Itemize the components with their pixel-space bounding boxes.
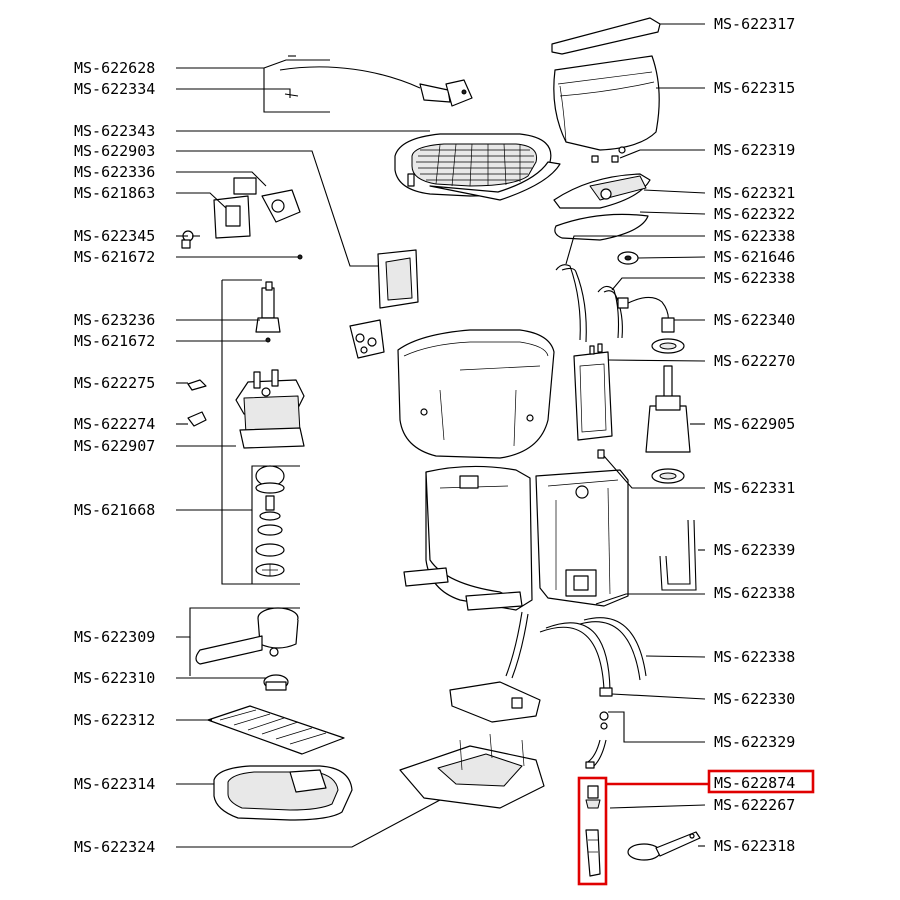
water-tank-part (553, 55, 660, 151)
label-ms-622345: MS-622345 (74, 227, 155, 245)
part-labels: MS-622628 MS-622334 MS-622343 MS-622903 … (74, 15, 795, 856)
steam-nozzle-part (585, 711, 609, 769)
label-ms-622310: MS-622310 (74, 669, 155, 687)
pump-hose-part (617, 296, 675, 333)
o-ring-part (265, 337, 271, 343)
label-ms-622343: MS-622343 (74, 122, 155, 140)
shower-stack-part (255, 465, 285, 577)
label-ms-622312: MS-622312 (74, 711, 155, 729)
pump-part (645, 338, 691, 484)
label-ms-622340: MS-622340 (714, 311, 795, 329)
power-cord-part (279, 55, 473, 107)
label-ms-622329: MS-622329 (714, 733, 795, 751)
label-ms-621863: MS-621863 (74, 184, 155, 202)
leader-lines (176, 23, 706, 848)
side-panel-part (349, 249, 419, 359)
label-ms-622339: MS-622339 (714, 541, 795, 559)
label-ms-622331: MS-622331 (714, 479, 795, 497)
label-ms-622334: MS-622334 (74, 80, 155, 98)
label-ms-622315: MS-622315 (714, 79, 795, 97)
drip-tray-grid-part (207, 705, 345, 755)
water-tank-lid-part (551, 17, 661, 55)
lower-hoses-part (505, 611, 647, 697)
silicone-tube-part (555, 264, 581, 341)
tank-base-part (553, 173, 651, 209)
label-ms-622874: MS-622874 (714, 774, 795, 792)
clip-part-2 (187, 411, 207, 427)
tank-gasket-part (554, 213, 649, 241)
selector-knob-part (181, 230, 200, 249)
label-ms-622317: MS-622317 (714, 15, 795, 33)
parts-drawing (181, 17, 701, 877)
small-connector-part (597, 449, 605, 459)
filter-basket-part (263, 674, 289, 691)
steam-wand-part (585, 785, 601, 877)
label-ms-622628: MS-622628 (74, 59, 155, 77)
label-ms-622324: MS-622324 (74, 838, 155, 856)
label-ms-622907: MS-622907 (74, 437, 155, 455)
label-ms-622318: MS-622318 (714, 837, 795, 855)
label-ms-622267: MS-622267 (714, 796, 795, 814)
label-ms-622338-a: MS-622338 (714, 227, 795, 245)
thermostat-part (255, 281, 281, 333)
label-ms-622321: MS-622321 (714, 184, 795, 202)
label-ms-622322: MS-622322 (714, 205, 795, 223)
cup-warmer-grille-part (394, 133, 561, 201)
switch-unit-part (213, 177, 301, 239)
drip-tray-part (213, 765, 353, 821)
valve-fitting-part (617, 251, 639, 265)
label-ms-622309: MS-622309 (74, 628, 155, 646)
chassis-part (403, 465, 629, 611)
label-ms-622338-c: MS-622338 (714, 584, 795, 602)
highlight-box (577, 769, 815, 886)
tank-valve-part (591, 146, 626, 163)
base-frame-part (399, 681, 545, 809)
label-ms-622338-b: MS-622338 (714, 269, 795, 287)
housing-upper-part (397, 329, 555, 459)
clip-part (187, 379, 207, 391)
label-ms-621668: MS-621668 (74, 501, 155, 519)
label-ms-622905: MS-622905 (714, 415, 795, 433)
measuring-spoon-part (627, 831, 701, 861)
boiler-assembly-part (235, 369, 305, 449)
label-ms-622336: MS-622336 (74, 163, 155, 181)
control-board-part (573, 343, 613, 441)
silicone-tube-part-2 (597, 285, 620, 339)
label-ms-623236: MS-623236 (74, 311, 155, 329)
label-ms-622270: MS-622270 (714, 352, 795, 370)
portafilter-part (195, 607, 299, 665)
label-ms-622338-d: MS-622338 (714, 648, 795, 666)
label-ms-622330: MS-622330 (714, 690, 795, 708)
label-ms-621672-b: MS-621672 (74, 332, 155, 350)
o-ring-part-2 (297, 254, 303, 260)
label-ms-621672: MS-621672 (74, 248, 155, 266)
label-ms-622319: MS-622319 (714, 141, 795, 159)
label-ms-622903: MS-622903 (74, 142, 155, 160)
label-ms-622275: MS-622275 (74, 374, 155, 392)
label-ms-622314: MS-622314 (74, 775, 155, 793)
steam-tube-part (665, 519, 691, 585)
label-ms-622274: MS-622274 (74, 415, 155, 433)
label-ms-621646: MS-621646 (714, 248, 795, 266)
